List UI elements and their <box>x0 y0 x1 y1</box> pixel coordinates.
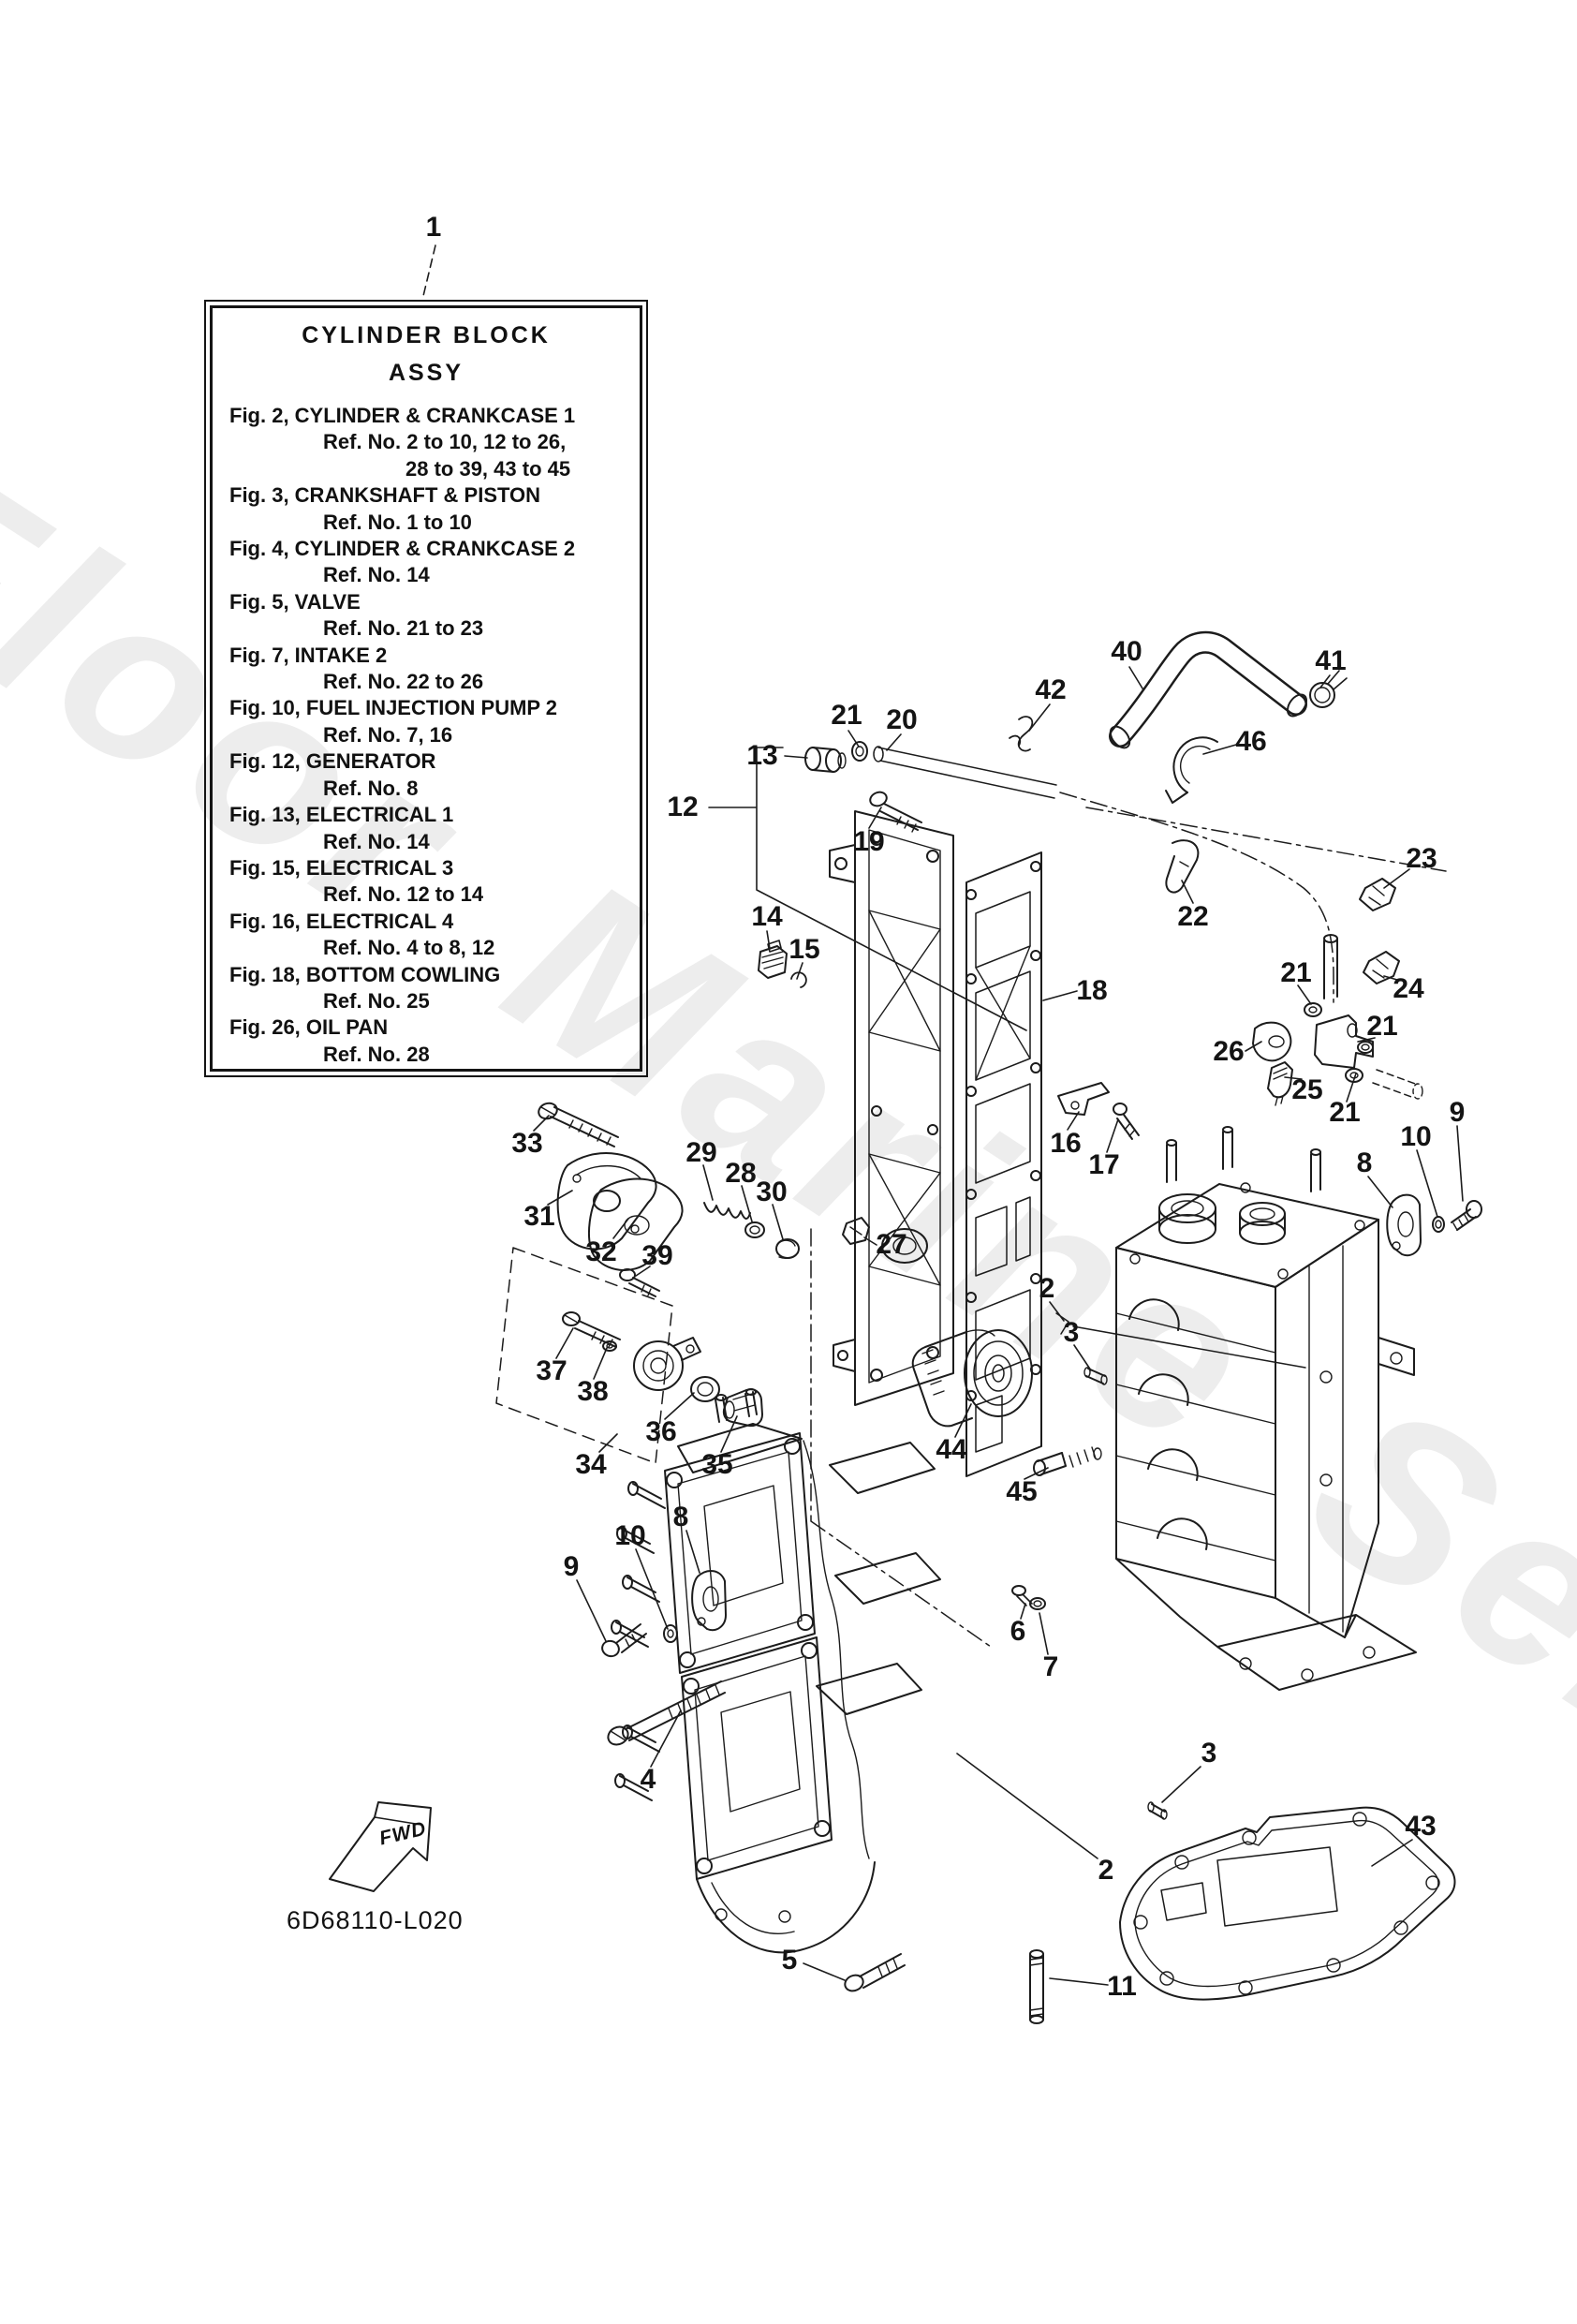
oil-filter-44 <box>911 1329 1033 1428</box>
washer-10-bottom <box>663 1624 678 1643</box>
box-title-line2: ASSY <box>388 360 464 386</box>
dowel-pin-3 <box>1083 1367 1108 1385</box>
clip-23 <box>1359 878 1396 911</box>
fitting-13 <box>804 747 847 773</box>
figure-reference-line: Ref. No. 14 <box>323 563 430 587</box>
figure-reference-line: Ref. No. 21 to 23 <box>323 616 484 641</box>
figure-reference-line: Fig. 4, CYLINDER & CRANKCASE 2 <box>229 537 576 561</box>
washer-38 <box>602 1340 617 1352</box>
bolt-33 <box>538 1102 619 1147</box>
figure-reference-line: Fig. 3, CRANKSHAFT & PISTON <box>229 483 541 508</box>
bracket-32 <box>587 1177 684 1272</box>
figure-reference-line: Ref. No. 7, 16 <box>323 722 453 747</box>
bolt-4 <box>607 1680 726 1746</box>
washer-10-top <box>1432 1216 1445 1233</box>
hose-clamp-41 <box>1309 670 1348 708</box>
figure-reference-line: Ref. No. 14 <box>323 829 430 853</box>
bolt-19 <box>869 791 922 833</box>
figure-reference-line: Ref. No. 2 to 10, 12 to 26, <box>323 430 567 454</box>
cylinder-block <box>611 1388 941 1954</box>
fwd-arrow <box>329 1801 432 1892</box>
dowel-pin-3-bottom <box>1147 1801 1168 1820</box>
figure-reference-line: Fig. 10, FUEL INJECTION PUMP 2 <box>229 696 558 720</box>
bracket-31 <box>556 1152 657 1251</box>
figure-reference-line: Fig. 7, INTAKE 2 <box>229 643 388 667</box>
bolt-37 <box>562 1311 621 1348</box>
spring-29 <box>703 1202 751 1220</box>
plug-35 <box>722 1388 763 1428</box>
bolt-17 <box>1113 1103 1140 1140</box>
seat-28 <box>744 1221 765 1238</box>
gasket-plate-18 <box>965 851 1042 1477</box>
generator-bracket-plate <box>829 810 954 1406</box>
figure-reference-line: Fig. 2, CYLINDER & CRANKCASE 1 <box>229 404 576 427</box>
assembly-reference-box-inner: CYLINDER BLOCK ASSY Fig. 2, CYLINDER & C… <box>210 305 642 1072</box>
figure-reference-line: Fig. 12, GENERATOR <box>229 749 436 774</box>
cap-30 <box>775 1238 800 1259</box>
figure-reference-line: Fig. 18, BOTTOM COWLING <box>229 962 501 986</box>
figure-reference-line: Fig. 16, ELECTRICAL 4 <box>229 909 454 933</box>
figure-reference-line: Ref. No. 12 to 14 <box>323 882 484 907</box>
figure-reference-list: Fig. 2, CYLINDER & CRANKCASE 1 Ref. No. 2… <box>213 403 640 1068</box>
figure-reference-line: Ref. No. 22 to 26 <box>323 670 484 694</box>
oil-plug-14 <box>758 940 788 979</box>
breather-hose <box>1109 630 1308 749</box>
sensor-25 <box>1267 1061 1293 1106</box>
drawing-code: 6D68110-L020 <box>287 1906 464 1934</box>
box-title-line1: CYLINDER BLOCK <box>302 322 551 348</box>
figure-reference-line: Ref. No. 1 to 10 <box>323 510 472 534</box>
figure-reference-line: Fig. 26, OIL PAN <box>229 1015 389 1040</box>
bracket-8-top <box>1386 1193 1422 1257</box>
hose-holder-22 <box>1165 839 1200 894</box>
assembly-reference-box: CYLINDER BLOCK ASSY Fig. 2, CYLINDER & C… <box>204 300 648 1077</box>
fitting-tube-cluster <box>1304 934 1423 1100</box>
figure-reference-line: 28 to 39, 43 to 45 <box>405 456 571 481</box>
elbow-26 <box>1252 1021 1292 1062</box>
bolt-6-washer-7 <box>1011 1585 1046 1610</box>
anode-16 <box>1057 1082 1110 1116</box>
figure-reference-line: Fig. 13, ELECTRICAL 1 <box>229 803 454 827</box>
clip-24 <box>1363 951 1400 984</box>
bolt-9-top <box>1451 1200 1482 1231</box>
hose-holder-46 <box>1165 736 1218 804</box>
fitting-45 <box>1033 1446 1102 1476</box>
bolt-5 <box>844 1953 906 1992</box>
bolt-9-bottom <box>601 1623 647 1658</box>
bracket-27 <box>842 1217 870 1245</box>
figure-reference-line: Ref. No. 28 <box>323 1042 430 1066</box>
housing-36 <box>633 1337 720 1402</box>
stud-11 <box>1029 1949 1044 2024</box>
washer-15 <box>790 971 807 988</box>
washer-21a <box>851 741 868 762</box>
bolt-39 <box>619 1268 660 1297</box>
exhaust-gasket-43 <box>1119 1806 1456 2001</box>
figure-reference-line: Ref. No. 8 <box>323 776 419 800</box>
figure-reference-line: Ref. No. 25 <box>323 988 430 1013</box>
figure-reference-line: Fig. 5, VALVE <box>229 589 361 614</box>
crankcase-block <box>1115 1126 1417 1691</box>
bracket-8-bottom <box>691 1570 727 1632</box>
wire-clamp-42 <box>1009 716 1034 752</box>
figure-reference-line: Ref. No. 4 to 8, 12 <box>323 936 495 960</box>
figure-reference-line: Fig. 15, ELECTRICAL 3 <box>229 855 454 880</box>
